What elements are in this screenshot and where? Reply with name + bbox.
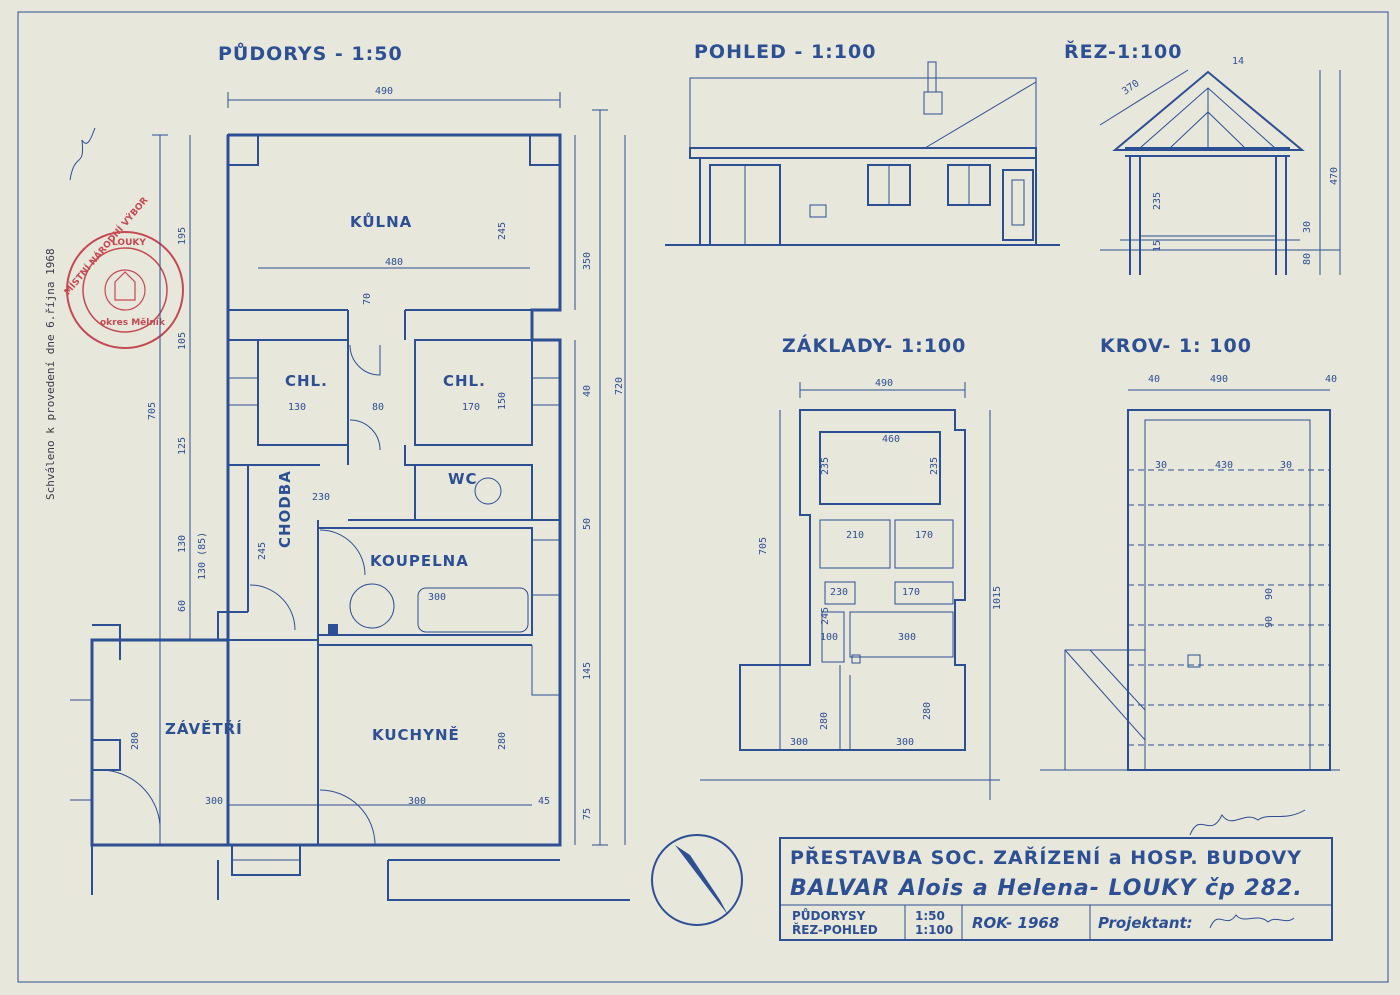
dim-plan-130b: 130: [288, 402, 306, 413]
dim-plan-60: 60: [177, 600, 188, 612]
dim-plan-75: 75: [582, 808, 593, 820]
dim-rez-370: 370: [1120, 78, 1141, 97]
room-kulna: KŮLNA: [350, 211, 412, 231]
dim-plan-130-85: 130 (85): [197, 532, 208, 580]
title-drawings-1: PŮDORYSY: [792, 908, 866, 923]
dim-plan-145: 145: [582, 662, 593, 680]
dim-zak-460: 460: [882, 434, 900, 445]
municipal-stamp: MÍSTNÍ NÁRODNÍ VÝBOR LOUKY okres Mělník: [61, 194, 184, 349]
dim-zak-245: 245: [820, 607, 831, 625]
title-designer-label: Projektant:: [1098, 914, 1193, 932]
dim-plan-720: 720: [614, 377, 625, 395]
title-block: PŘESTAVBA SOC. ZAŘÍZENÍ a HOSP. BUDOVY B…: [779, 837, 1333, 941]
room-zavetri: ZÁVĚTŘÍ: [165, 719, 243, 738]
title-drawings-2: ŘEZ-POHLED: [792, 922, 878, 937]
dim-plan-80: 80: [372, 402, 384, 413]
title-year: ROK- 1968: [972, 914, 1059, 932]
dim-zak-235b: 235: [929, 457, 940, 475]
dim-plan-70: 70: [362, 293, 373, 305]
stamp-inner-text: okres Mělník: [100, 317, 166, 328]
dim-krov-30b: 30: [1280, 460, 1292, 471]
dim-krov-90a: 90: [1264, 588, 1275, 600]
dim-zak-280b: 280: [922, 702, 933, 720]
dim-plan-300a: 300: [205, 796, 223, 807]
dim-plan-480: 480: [385, 257, 403, 268]
dim-plan-50: 50: [582, 518, 593, 530]
dim-plan-300c: 300: [428, 592, 446, 603]
dim-plan-280b: 280: [497, 732, 508, 750]
dim-rez-235: 235: [1152, 192, 1163, 210]
dim-rez-14: 14: [1232, 56, 1244, 67]
dim-plan-195: 195: [177, 227, 188, 245]
dim-rez-30: 30: [1302, 221, 1313, 233]
floor-plan: KŮLNA CHL. CHL. WC CHODBA KOUPELNA ZÁVĚT…: [70, 86, 630, 901]
dim-plan-40: 40: [582, 385, 593, 397]
section-view: 370 470 235 80 30 15 14: [1099, 56, 1341, 275]
dim-plan-125: 125: [177, 437, 188, 455]
title-line2: BALVAR Alois a Helena- LOUKY čp 282.: [790, 876, 1303, 901]
foundations-title: ZÁKLADY- 1:100: [782, 334, 966, 357]
designer-signature: [1209, 914, 1295, 929]
room-wc: WC: [448, 470, 478, 488]
title-scale-1: 1:50: [915, 909, 945, 923]
room-chodba: CHODBA: [276, 470, 294, 548]
room-kuchyne: KUCHYNĚ: [372, 725, 460, 744]
dim-zak-300a: 300: [898, 632, 916, 643]
dim-plan-230: 230: [312, 492, 330, 503]
title-scale-2: 1:100: [915, 923, 953, 937]
dim-krov-40a: 40: [1148, 374, 1160, 385]
approval-text: Schváleno k provedení dne 6.října 1968: [44, 248, 57, 500]
dim-plan-105: 105: [177, 332, 188, 350]
dim-zak-100: 100: [820, 632, 838, 643]
section-title: ŘEZ-1:100: [1064, 40, 1182, 63]
dim-zak-300b: 300: [790, 737, 808, 748]
dim-krov-430: 430: [1215, 460, 1233, 471]
foundations-view: 490 460 705 1015 235 235 210 170 170 230…: [700, 378, 1003, 800]
dim-plan-170: 170: [462, 402, 480, 413]
dim-krov-490: 490: [1210, 374, 1228, 385]
dim-rez-470: 470: [1329, 167, 1340, 185]
dim-krov-90b: 90: [1264, 616, 1275, 628]
elevation-view: [665, 61, 1060, 246]
dim-rez-15: 15: [1152, 240, 1163, 252]
dim-zak-170a: 170: [915, 530, 933, 541]
roof-view: 490 430 40 40 30 30 90 90: [1040, 374, 1340, 771]
dim-plan-245b: 245: [257, 542, 268, 560]
dim-zak-1015: 1015: [992, 586, 1003, 610]
floorplan-title: PŮDORYS - 1:50: [218, 41, 403, 65]
dim-plan-280a: 280: [130, 732, 141, 750]
north-arrow: [651, 834, 743, 926]
sheet-border: [17, 11, 1389, 983]
dim-zak-490: 490: [875, 378, 893, 389]
dim-plan-705: 705: [147, 402, 158, 420]
dim-zak-705: 705: [758, 537, 769, 555]
dim-plan-245: 245: [497, 222, 508, 240]
dim-zak-170b: 170: [902, 587, 920, 598]
dim-krov-30a: 30: [1155, 460, 1167, 471]
signature-upper: [1189, 809, 1306, 836]
dim-zak-300c: 300: [896, 737, 914, 748]
room-chl-left: CHL.: [285, 372, 328, 390]
room-chl-right: CHL.: [443, 372, 486, 390]
dim-rez-80: 80: [1302, 253, 1313, 265]
elevation-title: POHLED - 1:100: [694, 41, 876, 63]
dim-krov-40b: 40: [1325, 374, 1337, 385]
dim-plan-150: 150: [497, 392, 508, 410]
dim-plan-300b: 300: [408, 796, 426, 807]
roof-title: KROV- 1: 100: [1100, 335, 1252, 357]
dim-plan-130: 130: [177, 535, 188, 553]
title-line1: PŘESTAVBA SOC. ZAŘÍZENÍ a HOSP. BUDOVY: [790, 846, 1302, 869]
dim-zak-235a: 235: [820, 457, 831, 475]
approval-signature: [69, 127, 96, 181]
room-koupelna: KOUPELNA: [370, 552, 469, 570]
dim-plan-45: 45: [538, 796, 550, 807]
dim-plan-350: 350: [582, 252, 593, 270]
dim-plan-490: 490: [375, 86, 393, 97]
dim-zak-210: 210: [846, 530, 864, 541]
dim-zak-230: 230: [830, 587, 848, 598]
stamp-bottom-text: LOUKY: [112, 238, 146, 248]
dim-zak-280a: 280: [819, 712, 830, 730]
